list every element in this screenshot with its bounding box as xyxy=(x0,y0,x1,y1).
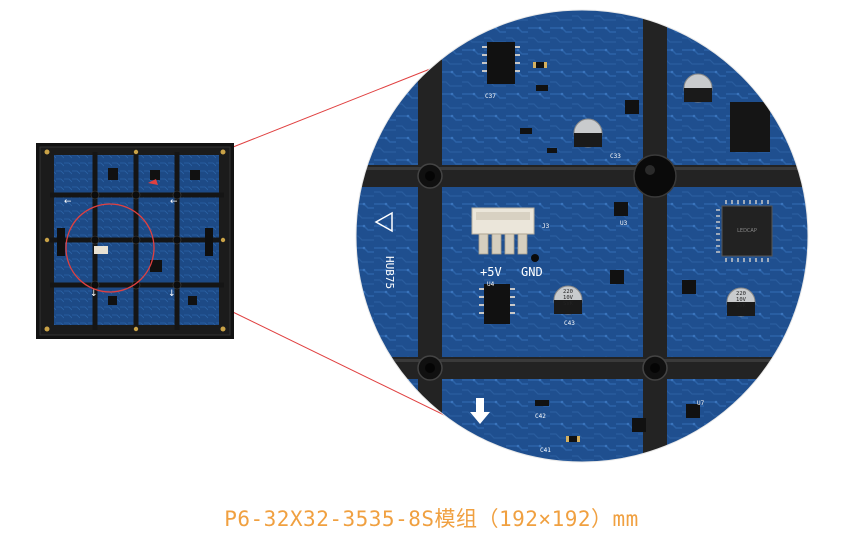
label-u7: U7 xyxy=(697,400,705,407)
label-c37: C37 xyxy=(485,93,496,100)
cap-value-3: SVK xyxy=(563,301,574,307)
label-c33: C33 xyxy=(610,153,621,160)
svg-text:↓: ↓ xyxy=(90,289,98,299)
module-thumbnail: ← ← ↓ ↓ xyxy=(36,143,234,339)
svg-text:←: ← xyxy=(64,197,72,207)
svg-text:↓: ↓ xyxy=(168,289,176,299)
svg-text:←: ← xyxy=(170,197,178,207)
label-j3: J3 xyxy=(542,223,550,230)
cap-value-2: 10V xyxy=(563,295,574,301)
label-hub75: HUB75 xyxy=(383,256,396,289)
label-u3: U3 xyxy=(620,220,628,227)
product-caption: P6-32X32-3535-8S模组（192×192）mm xyxy=(224,507,639,531)
chip-mark: LEDCAP xyxy=(737,228,757,234)
cap2-value-2: 10V xyxy=(736,297,747,303)
label-u4: U4 xyxy=(487,281,495,288)
power-connector xyxy=(471,207,535,255)
cap-value-1: 220 xyxy=(563,289,573,295)
cap2-value-3: SVK xyxy=(736,303,747,309)
label-5v: +5V xyxy=(480,265,502,279)
cap2-value-1: 220 xyxy=(736,291,746,297)
magnified-detail: 220 10V SVK 220 10V SVK LEDCAP xyxy=(356,10,808,462)
label-gnd: GND xyxy=(521,265,543,279)
label-c43: C43 xyxy=(564,320,575,327)
label-c41: C41 xyxy=(540,447,551,454)
label-c42: C42 xyxy=(535,413,546,420)
